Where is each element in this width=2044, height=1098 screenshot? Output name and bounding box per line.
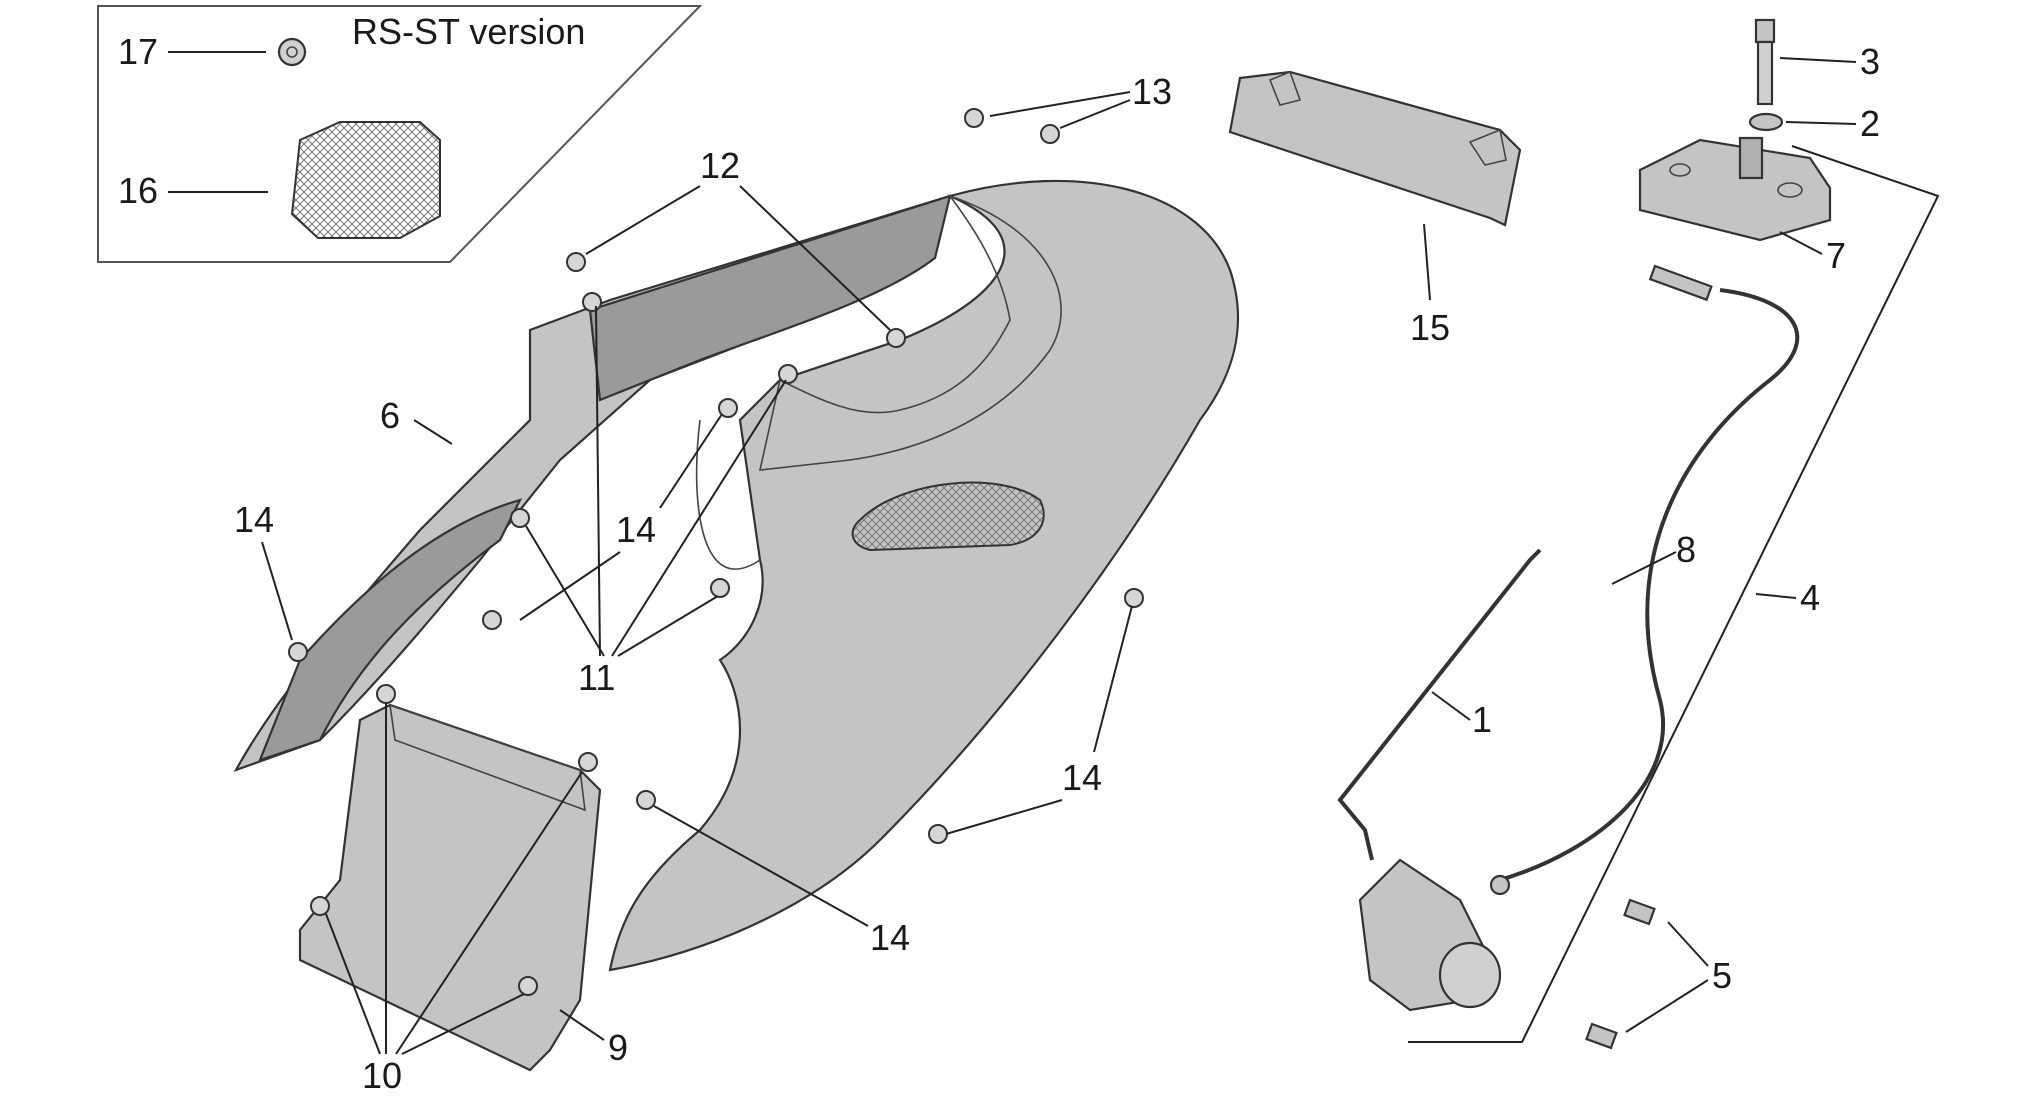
callout-6: 6: [380, 395, 400, 436]
callout-8: 8: [1676, 529, 1696, 570]
inset-title: RS-ST version: [352, 11, 585, 52]
callout-14-d: 14: [870, 917, 910, 958]
rod-1: [1337, 548, 1542, 861]
washer-nut-17: [277, 37, 307, 67]
callout-14-c: 14: [1062, 757, 1102, 798]
screws-5: [1585, 898, 1656, 1050]
main-tail-fairing: [608, 179, 1240, 972]
callout-15: 15: [1410, 307, 1450, 348]
cowl-plate-15: [1228, 70, 1522, 227]
callout-11: 11: [578, 657, 615, 698]
callout-17: 17: [118, 31, 158, 72]
callout-12: 12: [700, 145, 740, 186]
callout-13: 13: [1132, 71, 1172, 112]
callout-1: 1: [1472, 699, 1492, 740]
plate-15-body: [1228, 70, 1522, 227]
main-fairing-upper-contour: [758, 194, 1062, 471]
panel-9-top-lip: [389, 703, 586, 812]
plate-15-tabs: [1268, 70, 1507, 166]
callout-14-a: 14: [234, 499, 274, 540]
cable-8-ball-end: [1489, 874, 1511, 896]
fairing-6-underside: [258, 498, 523, 762]
cable-8-line: [1499, 288, 1800, 882]
lower-panel-9: [298, 703, 602, 1072]
callout-4: 4: [1800, 577, 1820, 618]
fairing-6-inner-face: [588, 194, 952, 402]
callout-5: 5: [1712, 955, 1732, 996]
bracket-7: [1638, 136, 1832, 242]
mesh-insert-16: [290, 121, 441, 239]
callout-7: 7: [1826, 235, 1846, 276]
seat-lock: [1358, 858, 1502, 1012]
callout-3: 3: [1860, 41, 1880, 82]
lock-cylinder: [1438, 941, 1502, 1009]
callout-14-b: 14: [616, 509, 656, 550]
callout-2: 2: [1860, 103, 1880, 144]
tail-fairing-left-6: [233, 194, 952, 773]
rs-st-inset: RS-ST version 17 16: [97, 5, 703, 263]
washer-2: [1748, 112, 1784, 132]
callout-10: 10: [362, 1055, 402, 1096]
bolt-3: [1754, 18, 1776, 106]
callout-9: 9: [608, 1027, 628, 1068]
callout-16: 16: [118, 170, 158, 211]
lock-bracket-assembly: [1638, 18, 1832, 242]
callouts: 13 12 6 14 14 11 14 14 10 9 15 3: [234, 41, 1940, 1096]
main-fairing-shell: [608, 179, 1240, 972]
side-vent-mesh: [851, 481, 1045, 552]
cable-8-end-fitting: [1648, 264, 1713, 302]
release-cable-8: [1489, 264, 1800, 896]
